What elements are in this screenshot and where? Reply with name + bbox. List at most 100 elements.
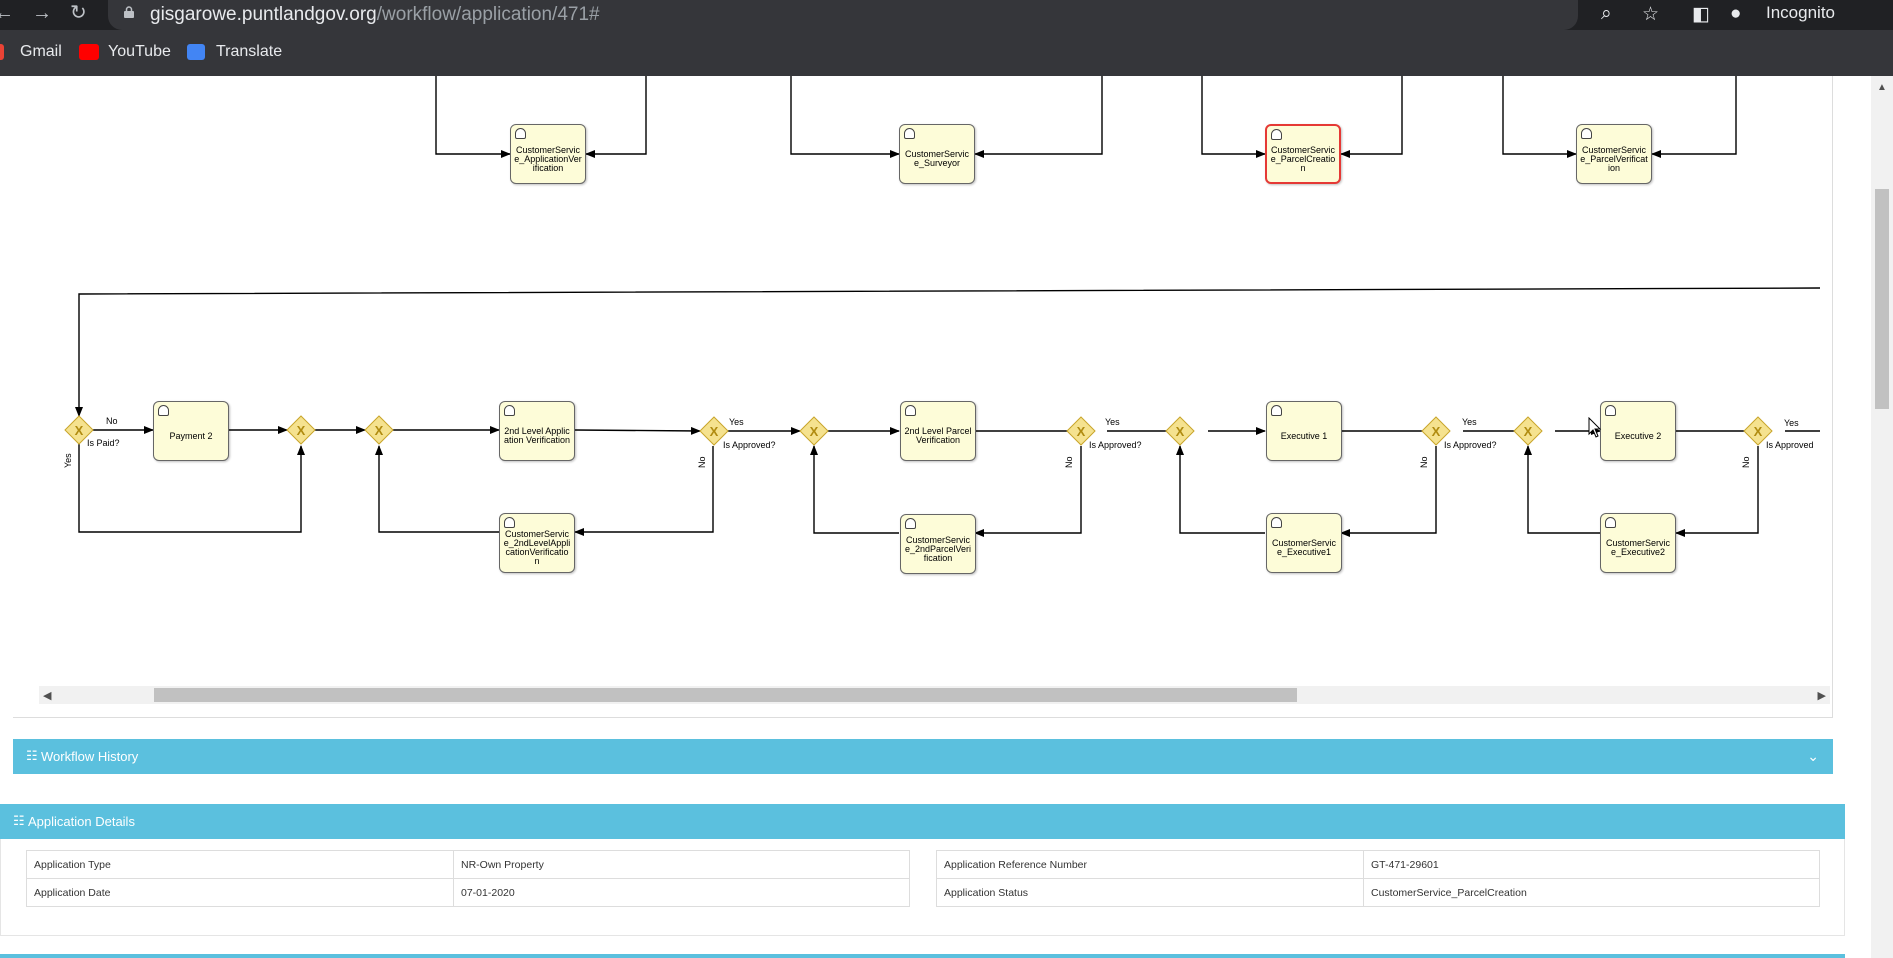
gateway-merge-1[interactable]: X bbox=[286, 415, 316, 445]
forward-icon[interactable]: → bbox=[32, 2, 52, 24]
task-cs-application-verification[interactable]: CustomerService_ApplicationVerification bbox=[510, 124, 586, 184]
scroll-right-icon[interactable]: ▶ bbox=[1817, 690, 1826, 702]
count-label-3: 2 bbox=[1722, 76, 1727, 78]
gateway-approved-1[interactable]: X bbox=[699, 416, 729, 446]
task-label: CustomerService_ParcelVerification bbox=[1580, 144, 1648, 173]
scroll-up-icon[interactable]: ▲ bbox=[1877, 82, 1887, 93]
vertical-scrollbar[interactable]: ▲ bbox=[1871, 76, 1893, 958]
url-text: gisgarowe.puntlandgov.org/workflow/appli… bbox=[150, 4, 600, 26]
zoom-icon[interactable]: ⌕ bbox=[1601, 3, 1612, 24]
svg-text:X: X bbox=[75, 423, 84, 438]
count-label-2: 2 bbox=[1087, 76, 1092, 78]
label-no-3: No bbox=[1419, 456, 1429, 468]
svg-text:X: X bbox=[810, 424, 819, 439]
task-cs-executive-2[interactable]: CustomerService_Executive2 bbox=[1600, 513, 1676, 573]
task-label: 2nd Level Application Verification bbox=[503, 426, 571, 445]
browser-toolbar: ← → ↻ gisgarowe.puntlandgov.org/workflow… bbox=[0, 0, 1893, 30]
task-label: CustomerService_Executive1 bbox=[1271, 538, 1336, 557]
detail-value: NR-Own Property bbox=[453, 850, 910, 879]
task-label: CustomerService_2ndLevelApplicationVerif… bbox=[503, 529, 571, 566]
label-yes-3: Yes bbox=[1462, 417, 1477, 427]
incognito-label: Incognito bbox=[1766, 3, 1835, 22]
task-cs-2nd-level-application-verification[interactable]: CustomerService_2ndLevelApplicationVerif… bbox=[499, 513, 575, 573]
bookmark-translate[interactable]: Translate bbox=[216, 43, 283, 60]
task-payment-2[interactable]: Payment 2 bbox=[153, 401, 229, 461]
task-cs-parcel-verification[interactable]: CustomerService_ParcelVerification bbox=[1576, 124, 1652, 184]
workflow-diagram: 2 2 2 X X X X bbox=[63, 76, 1821, 537]
mouse-cursor-icon bbox=[1588, 417, 1602, 438]
task-cs-surveyor[interactable]: CustomerService_Surveyor bbox=[899, 124, 975, 184]
svg-text:X: X bbox=[710, 424, 719, 439]
scroll-left-icon[interactable]: ◀ bbox=[43, 690, 52, 702]
task-executive-1[interactable]: Executive 1 bbox=[1266, 401, 1342, 461]
gateway-approved-4[interactable]: X bbox=[1743, 416, 1773, 446]
task-label: CustomerService_2ndParcelVerification bbox=[904, 534, 972, 563]
side-panel-icon[interactable]: ◧ bbox=[1692, 4, 1710, 25]
task-cs-executive-1[interactable]: CustomerService_Executive1 bbox=[1266, 513, 1342, 573]
lock-icon bbox=[124, 6, 134, 18]
workflow-diagram-panel: 2 2 2 X X X X bbox=[13, 76, 1833, 718]
bookmarks-bar: Gmail YouTube Translate bbox=[0, 30, 1893, 76]
bookmark-youtube[interactable]: YouTube bbox=[108, 43, 171, 60]
workflow-history-title: Workflow History bbox=[41, 749, 139, 764]
chevron-down-icon[interactable]: ⌄ bbox=[1807, 748, 1819, 764]
gateway-approved-3[interactable]: X bbox=[1421, 416, 1451, 446]
gateway-label-approved-4: Is Approved bbox=[1766, 440, 1814, 450]
label-yes-2: Yes bbox=[1105, 417, 1120, 427]
gateway-merge-4[interactable]: X bbox=[1165, 416, 1195, 446]
svg-text:X: X bbox=[1524, 424, 1533, 439]
url-path: /workflow/application/471# bbox=[376, 4, 600, 25]
vertical-scroll-thumb[interactable] bbox=[1875, 189, 1889, 409]
svg-text:X: X bbox=[297, 423, 306, 438]
task-label: CustomerService_Surveyor bbox=[904, 149, 969, 168]
task-label: Executive 1 bbox=[1280, 430, 1328, 441]
detail-label: Application Type bbox=[26, 850, 454, 879]
detail-value: 07-01-2020 bbox=[453, 878, 910, 907]
application-details-body: Application Type NR-Own Property Applica… bbox=[0, 839, 1845, 936]
detail-label: Application Reference Number bbox=[936, 850, 1364, 879]
svg-text:X: X bbox=[375, 423, 384, 438]
gateway-merge-3[interactable]: X bbox=[799, 416, 829, 446]
gateway-label-approved-1: Is Approved? bbox=[723, 440, 776, 450]
detail-label: Application Date bbox=[26, 878, 454, 907]
label-no-2: No bbox=[1064, 456, 1074, 468]
horizontal-scroll-thumb[interactable] bbox=[154, 688, 1297, 702]
table-row: Application Type NR-Own Property bbox=[26, 850, 910, 879]
label-yes-4: Yes bbox=[1784, 418, 1799, 428]
task-label: Executive 2 bbox=[1614, 430, 1662, 441]
bookmark-gmail[interactable]: Gmail bbox=[20, 43, 62, 60]
gateway-merge-5[interactable]: X bbox=[1513, 416, 1543, 446]
task-label: CustomerService_ParcelCreation bbox=[1270, 144, 1336, 173]
label-yes-paid: Yes bbox=[63, 453, 73, 468]
horizontal-scrollbar[interactable]: ◀ ▶ bbox=[39, 686, 1830, 704]
svg-text:X: X bbox=[1432, 424, 1441, 439]
task-label: 2nd Level Parcel Verification bbox=[904, 426, 972, 445]
gateway-is-paid[interactable]: X bbox=[64, 415, 94, 445]
gateway-approved-2[interactable]: X bbox=[1066, 416, 1096, 446]
star-icon[interactable]: ☆ bbox=[1642, 4, 1660, 25]
count-label-1: 2 bbox=[631, 76, 636, 78]
gateway-merge-2[interactable]: X bbox=[364, 415, 394, 445]
gateways: X X X X X bbox=[64, 415, 1773, 446]
task-2nd-level-parcel-verification[interactable]: 2nd Level Parcel Verification bbox=[900, 401, 976, 461]
task-2nd-level-application-verification[interactable]: 2nd Level Application Verification bbox=[499, 401, 575, 461]
gmail-icon bbox=[0, 44, 4, 60]
list-icon: ☷ bbox=[26, 748, 38, 763]
svg-text:X: X bbox=[1754, 424, 1763, 439]
svg-text:X: X bbox=[1077, 424, 1086, 439]
list-icon: ☷ bbox=[13, 813, 25, 828]
table-row: Application Reference Number GT-471-2960… bbox=[936, 850, 1820, 879]
reload-icon[interactable]: ↻ bbox=[70, 2, 87, 24]
back-icon[interactable]: ← bbox=[0, 2, 14, 24]
application-details-header[interactable]: ☷ Application Details bbox=[0, 804, 1845, 839]
task-executive-2[interactable]: Executive 2 bbox=[1600, 401, 1676, 461]
task-cs-2nd-parcel-verification[interactable]: CustomerService_2ndParcelVerification bbox=[900, 514, 976, 574]
task-cs-parcel-creation[interactable]: CustomerService_ParcelCreation bbox=[1265, 124, 1341, 184]
workflow-history-header[interactable]: ☷ Workflow History ⌄ bbox=[13, 739, 1833, 774]
table-row: Application Date 07-01-2020 bbox=[26, 878, 910, 907]
address-bar[interactable]: gisgarowe.puntlandgov.org/workflow/appli… bbox=[108, 0, 1578, 30]
incognito-icon[interactable]: ● bbox=[1730, 3, 1742, 24]
detail-label: Application Status bbox=[936, 878, 1364, 907]
page-content: 2 2 2 X X X X bbox=[0, 76, 1893, 958]
svg-text:X: X bbox=[1176, 424, 1185, 439]
